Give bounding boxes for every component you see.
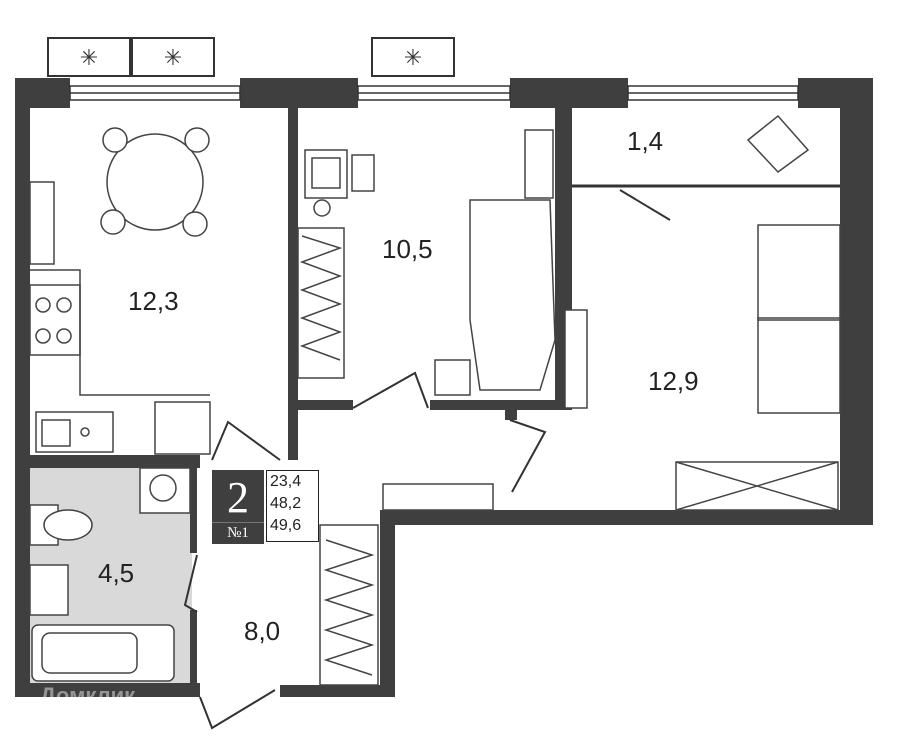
svg-text:✳: ✳ xyxy=(404,45,422,70)
room-area-balcony: 1,4 xyxy=(627,126,664,156)
room-area-kitchen: 12,3 xyxy=(128,286,179,316)
room-area-bedroom: 10,5 xyxy=(382,234,433,264)
apartment-number: №1 xyxy=(212,522,264,542)
windows xyxy=(69,85,840,188)
room-area-bathroom: 4,5 xyxy=(98,558,135,588)
svg-text:✳: ✳ xyxy=(164,45,182,70)
ac-units xyxy=(47,37,455,77)
living-area: 23,4 xyxy=(270,473,302,490)
svg-text:✳: ✳ xyxy=(80,45,98,70)
snowflake-icons: ✳ ✳ ✳ xyxy=(80,45,422,70)
furniture xyxy=(29,114,841,686)
watermark: Домклик xyxy=(40,683,136,708)
room-area-hallway: 8,0 xyxy=(244,616,281,646)
total-area: 48,2 xyxy=(270,495,302,512)
room-count: 2 xyxy=(227,473,249,522)
apartment-info-badge: 2 №1 23,4 48,2 49,6 xyxy=(212,470,319,544)
area-values: 23,4 48,2 49,6 xyxy=(266,470,319,542)
room-count-box: 2 №1 xyxy=(212,470,264,544)
total-area-with-balcony: 49,6 xyxy=(270,517,302,534)
room-area-living-room: 12,9 xyxy=(648,366,699,396)
doors xyxy=(183,189,671,730)
